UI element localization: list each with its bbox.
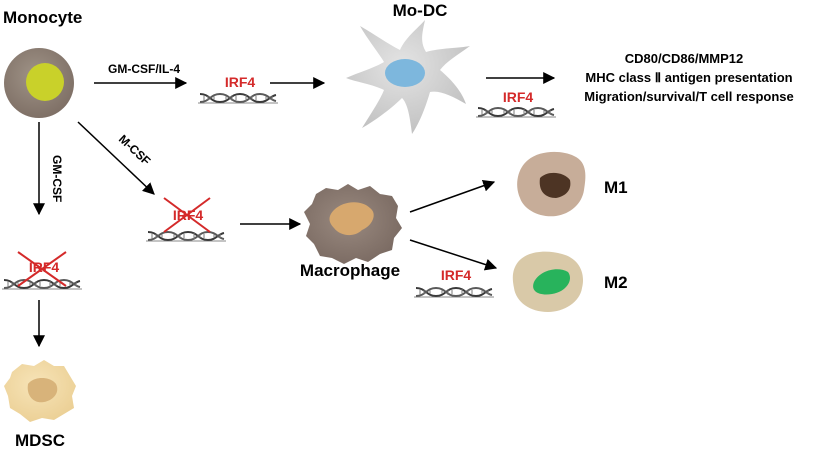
mdsc-nucleus [27,378,58,403]
monocyte-label: Monocyte [3,8,82,27]
modc-nucleus [385,59,425,87]
arrow-to-m1 [409,179,496,213]
macrophage-nucleus [329,202,374,236]
dna-strand-2 [475,107,557,118]
macrophage-cell [304,184,402,264]
arrow-monocyte-to-mcsf [77,121,155,195]
outcome-1: CD80/CD86/MMP12 [625,51,744,66]
monocyte-nucleus [26,63,64,101]
irf4-label-1: IRF4 [225,74,256,90]
dna-strand-5 [413,287,495,298]
dna-strand-3 [145,231,227,242]
outcome-3: Migration/survival/T cell response [584,89,794,104]
irf4-label-5: IRF4 [441,267,472,283]
arrows [33,72,556,348]
outcome-2: MHC class Ⅱ antigen presentation [585,70,792,85]
dna-strand-4 [1,279,83,290]
m1-label: M1 [604,178,628,197]
m1-cell [517,151,586,217]
stimulus-gmcsf-il4: GM-CSF/IL-4 [108,62,180,76]
stimulus-gmcsf: GM-CSF [50,155,64,202]
knockout-cross-1 [163,197,211,233]
modc-label: Mo-DC [393,1,448,20]
macrophage-label: Macrophage [300,261,400,280]
arrow-to-m2 [409,239,498,271]
mdsc-cell [4,360,76,422]
modc-cell [346,20,470,134]
knockout-cross-2 [17,251,67,287]
m1-nucleus [539,172,571,198]
m2-label: M2 [604,273,628,292]
irf4-label-2: IRF4 [503,89,534,105]
dna-strand-1 [197,93,279,104]
m2-nucleus [533,269,571,295]
monocyte-cell [4,48,74,118]
mdsc-label: MDSC [15,431,65,450]
m2-cell [512,251,584,312]
